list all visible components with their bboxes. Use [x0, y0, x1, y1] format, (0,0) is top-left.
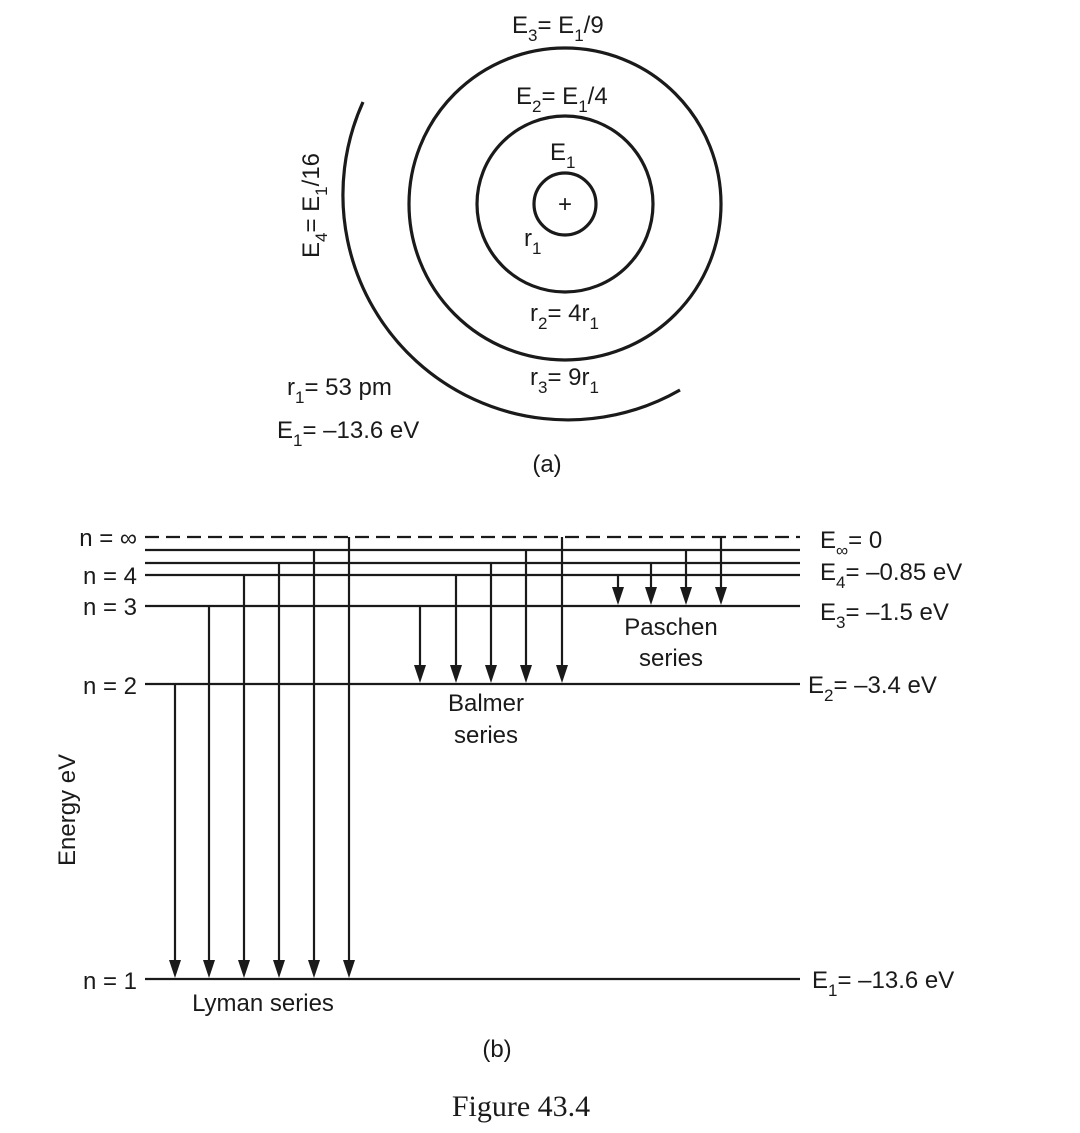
balmer-arrowhead-6-2: [520, 665, 532, 683]
balmer-arrowhead-4-2: [450, 665, 462, 683]
lyman-arrowhead-4-1: [238, 960, 250, 978]
energy-axis-label: Energy eV: [54, 754, 81, 866]
energy-n4-label: E4= –0.85 eV: [820, 559, 962, 592]
level-infinity-label: n = ∞: [79, 525, 137, 552]
paschen-series-label-line2: series: [639, 645, 703, 672]
level-n1-label: n = 1: [83, 968, 137, 995]
energy-level-panel: n = ∞ n = 4 n = 3 n = 2 n = 1 E∞= 0 E4= …: [54, 525, 962, 1063]
balmer-series-label-line1: Balmer: [448, 690, 524, 717]
balmer-series-arrows: [414, 537, 568, 683]
lyman-arrowhead-5-1: [273, 960, 285, 978]
lyman-series-label: Lyman series: [192, 990, 334, 1017]
panel-a-label: (a): [532, 451, 561, 478]
lyman-arrowhead-2-1: [169, 960, 181, 978]
orbit-n2: [407, 46, 723, 362]
paschen-arrowhead-4-3: [612, 587, 624, 605]
bohr-radius-value: r1= 53 pm: [287, 374, 392, 407]
lyman-arrowhead-3-1: [203, 960, 215, 978]
paschen-arrowhead-inf-3: [715, 587, 727, 605]
paschen-series-arrows: [612, 537, 727, 605]
paschen-series-label-line1: Paschen: [624, 614, 717, 641]
bohr-model-panel: + E1 E2= E1/4 E3= E1/9 E4= E1/16 r1 r2= …: [277, 12, 723, 478]
orbit-e2-label: E2= E1/4: [516, 83, 608, 116]
level-n3-label: n = 3: [83, 594, 137, 621]
energy-n1-label: E1= –13.6 eV: [812, 967, 954, 1000]
balmer-series-label-line2: series: [454, 722, 518, 749]
radius-r1-label: r1: [524, 225, 541, 258]
level-n4-label: n = 4: [83, 563, 137, 590]
lyman-arrowhead-6-1: [308, 960, 320, 978]
nucleus-plus-label: +: [558, 191, 572, 218]
figure-caption: Figure 43.4: [452, 1090, 590, 1123]
lyman-arrowhead-inf-1: [343, 960, 355, 978]
paschen-arrowhead-5-3: [645, 587, 657, 605]
level-n2-label: n = 2: [83, 673, 137, 700]
paschen-arrowhead-6-3: [680, 587, 692, 605]
balmer-arrowhead-3-2: [414, 665, 426, 683]
balmer-arrowhead-inf-2: [556, 665, 568, 683]
balmer-arrowhead-5-2: [485, 665, 497, 683]
energy-infinity-label: E∞= 0: [820, 527, 882, 560]
orbit-e4-label: E4= E1/16: [298, 153, 331, 258]
orbit-n4-arc: [341, 101, 681, 422]
radius-r2-label: r2= 4r1: [530, 300, 599, 333]
nucleus: [532, 171, 598, 237]
lyman-series-arrows: [169, 537, 355, 978]
orbit-e3-label: E3= E1/9: [512, 12, 604, 45]
radius-r3-label: r3= 9r1: [530, 364, 599, 397]
ground-energy-value: E1= –13.6 eV: [277, 417, 419, 450]
orbit-e1-label: E1: [550, 139, 575, 172]
energy-n2-label: E2= –3.4 eV: [808, 672, 937, 705]
energy-n3-label: E3= –1.5 eV: [820, 599, 949, 632]
panel-b-label: (b): [482, 1036, 511, 1063]
orbit-n1: [475, 114, 655, 294]
